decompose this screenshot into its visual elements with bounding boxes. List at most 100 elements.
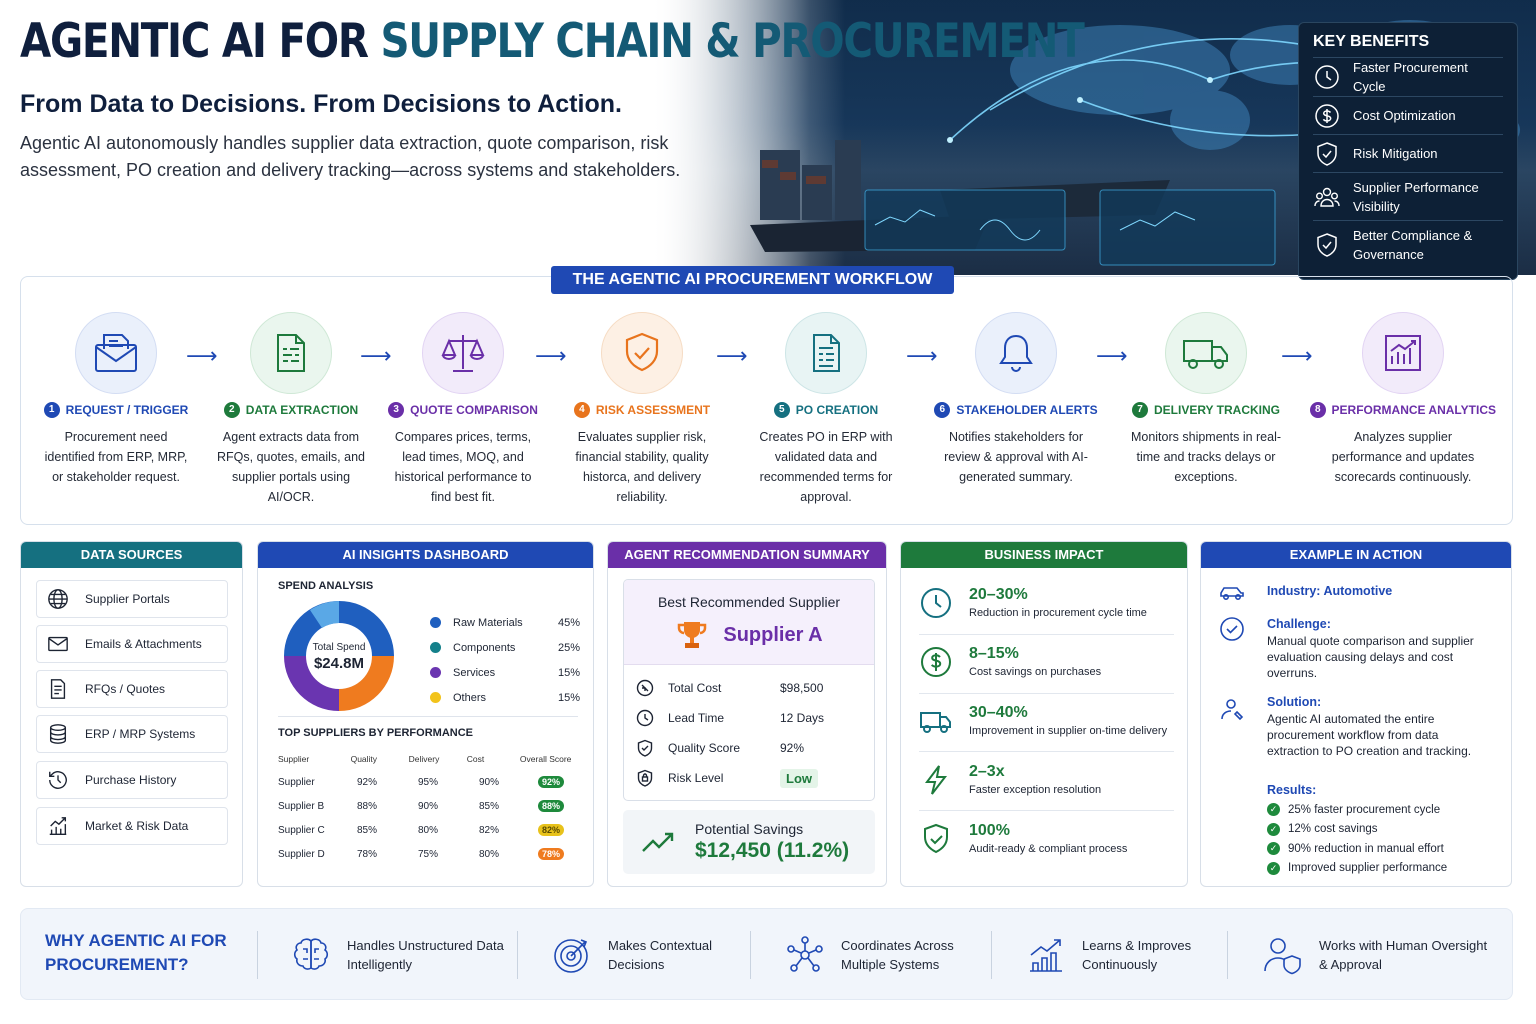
network-icon: [787, 936, 823, 972]
business-impact-title: BUSINESS IMPACT: [901, 542, 1187, 568]
scales-icon: [441, 335, 485, 372]
challenge-text: Manual quote comparison and supplier eva…: [1267, 634, 1474, 680]
envelope-icon: [95, 334, 137, 372]
check-icon: ✓: [1267, 822, 1280, 836]
users-icon: [1314, 187, 1340, 207]
best-supplier-name: Supplier A: [723, 623, 823, 646]
table-header: Supplier Quality Delivery Cost Overall S…: [278, 754, 572, 764]
recommendation-title: AGENT RECOMMENDATION SUMMARY: [608, 542, 886, 568]
data-source-item[interactable]: Supplier Portals: [36, 580, 228, 618]
table-row: Supplier B 88% 90% 85% 88%: [278, 798, 578, 814]
donut-segment: [339, 601, 394, 656]
trend-up-icon: [642, 832, 674, 852]
score-badge: 88%: [538, 800, 565, 812]
truck-icon: [1183, 340, 1228, 369]
car-icon: [1220, 587, 1244, 601]
user-shield-icon: [1264, 938, 1301, 975]
why-title: WHY AGENTIC AI FOR PROCUREMENT?: [45, 931, 227, 974]
results-list: ✓25% faster procurement cycle ✓12% cost …: [1267, 800, 1447, 878]
page-description: Agentic AI autonomously handles supplier…: [20, 133, 681, 180]
arrow-icon: ⟶: [906, 343, 938, 368]
impact-item: 100%Audit-ready & compliant process: [919, 822, 1174, 856]
challenge-label: Challenge:: [1267, 617, 1331, 631]
divider: [257, 931, 258, 979]
score-badge: 82%: [538, 824, 565, 836]
data-source-item[interactable]: RFQs / Quotes: [36, 670, 228, 708]
why-item: Works with Human Oversight & Approval: [1263, 909, 1493, 1001]
impact-item: 20–30%Reduction in procurement cycle tim…: [919, 586, 1174, 620]
globe-icon: [48, 589, 68, 609]
arrow-icon: ⟶: [716, 343, 748, 368]
key-benefits-title: KEY BENEFITS: [1313, 33, 1430, 50]
ai-insights-title: AI INSIGHTS DASHBOARD: [258, 542, 593, 568]
price-tag-icon: [636, 679, 654, 697]
why-agentic-ai-banner: WHY AGENTIC AI FOR PROCUREMENT? Handles …: [20, 908, 1513, 1000]
impact-item: 30–40%Improvement in supplier on-time de…: [919, 704, 1174, 738]
data-sources-title: DATA SOURCES: [21, 542, 242, 568]
check-icon: ✓: [1267, 803, 1280, 817]
shield-icon: [1317, 141, 1337, 166]
data-source-item[interactable]: ERP / MRP Systems: [36, 715, 228, 753]
bell-icon: [999, 334, 1033, 372]
savings-value: $12,450 (11.2%): [695, 839, 850, 862]
clock-icon: [921, 588, 951, 618]
workflow-title: THE AGENTIC AI PROCUREMENT WORKFLOW: [551, 266, 954, 294]
arrow-icon: ⟶: [1096, 343, 1128, 368]
why-item: Handles Unstructured Data Intelligently: [291, 909, 511, 1001]
clipboard-icon: [813, 334, 840, 372]
gear-user-icon: [1221, 699, 1244, 721]
page-title: AGENTIC AI FOR SUPPLY CHAIN & PROCUREMEN…: [20, 14, 1085, 69]
recommendation-panel: AGENT RECOMMENDATION SUMMARY Best Recomm…: [607, 541, 887, 887]
benefit-item: Supplier Performance Visibility: [1313, 172, 1503, 220]
arrow-icon: ⟶: [1281, 343, 1313, 368]
benefit-item: Faster Procurement Cycle: [1313, 57, 1503, 96]
total-spend-value: $24.8M: [313, 655, 365, 672]
shield-check-icon: [1317, 232, 1337, 257]
score-badge: 92%: [538, 776, 565, 788]
potential-savings-card: Potential Savings $12,450 (11.2%): [623, 810, 875, 874]
divider: [750, 931, 751, 979]
why-item: Coordinates Across Multiple Systems: [785, 909, 985, 1001]
dollar-icon: [921, 647, 951, 677]
example-panel: EXAMPLE IN ACTION Industry: Automotive C…: [1200, 541, 1512, 887]
donut-segment: [310, 601, 339, 628]
data-source-item[interactable]: Purchase History: [36, 761, 228, 799]
divider: [991, 931, 992, 979]
document-icon: [50, 679, 66, 699]
database-icon: [49, 724, 67, 744]
metric-row: Lead Time 12 Days: [636, 703, 874, 733]
shield-check-icon: [924, 823, 948, 854]
lock-icon: [637, 769, 653, 787]
best-supplier-label: Best Recommended Supplier: [657, 594, 841, 610]
total-spend-label: Total Spend: [312, 642, 366, 653]
chart-icon: [1385, 335, 1421, 371]
best-supplier-card: Best Recommended Supplier Supplier A Tot…: [623, 579, 875, 801]
donut-segment: [339, 656, 394, 711]
solution-text: Agentic AI automated the entire procurem…: [1267, 712, 1472, 758]
divider: [1227, 931, 1228, 979]
check-icon: ✓: [1267, 861, 1280, 875]
table-row: Supplier C 85% 80% 82% 82%: [278, 822, 578, 838]
data-sources-panel: DATA SOURCES Supplier Portals Emails & A…: [20, 541, 243, 887]
donut-segment: [284, 656, 339, 711]
metric-row: Risk Level Low: [636, 763, 874, 793]
score-badge: 78%: [538, 848, 565, 860]
result-item: ✓Improved supplier performance: [1267, 859, 1447, 879]
data-source-item[interactable]: Emails & Attachments: [36, 625, 228, 663]
data-source-item[interactable]: Market & Risk Data: [36, 807, 228, 845]
divider: [919, 693, 1174, 694]
envelope-icon: [48, 636, 68, 652]
divider: [919, 634, 1174, 635]
arrow-icon: ⟶: [535, 343, 567, 368]
history-icon: [49, 771, 67, 789]
solution-label: Solution:: [1267, 695, 1322, 709]
